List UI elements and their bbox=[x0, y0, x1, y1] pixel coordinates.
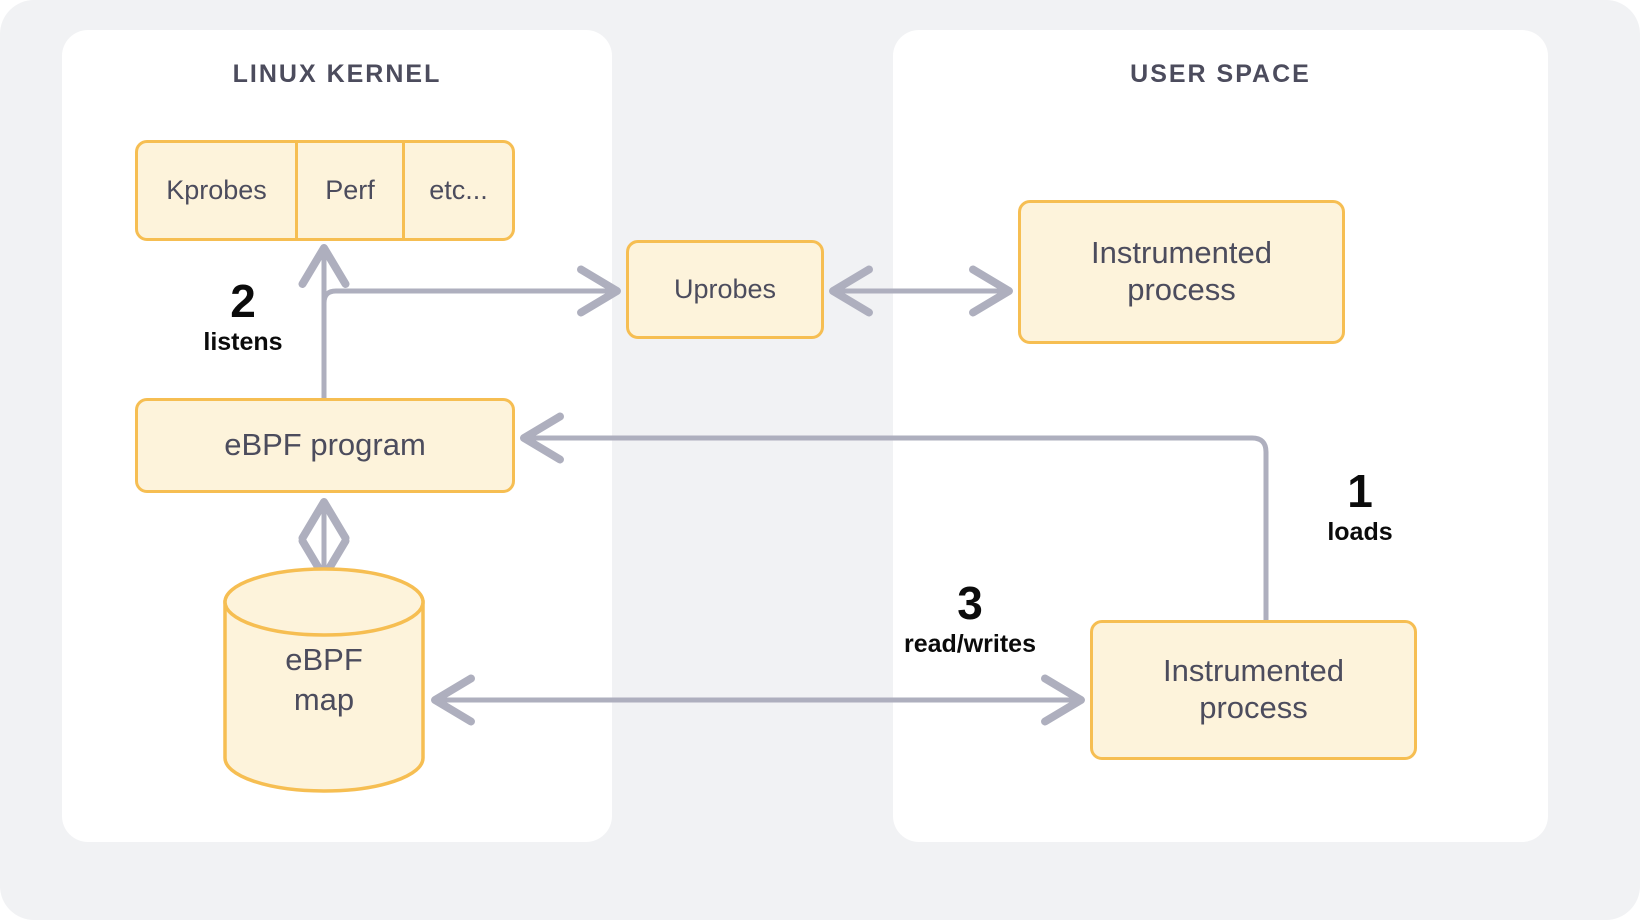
node-etc[interactable]: etc... bbox=[429, 174, 488, 205]
step-label-read-writes: read/writes bbox=[903, 630, 1036, 658]
node-ebpf-map[interactable]: eBPF map bbox=[222, 566, 426, 794]
node-instrumented-process-bottom-line1: Instrumented bbox=[1163, 653, 1344, 689]
step-label-loads: loads bbox=[1327, 518, 1393, 546]
node-ebpf-map-line2: map bbox=[293, 682, 355, 717]
node-perf[interactable]: Perf bbox=[298, 143, 405, 238]
cylinder-icon bbox=[223, 567, 425, 793]
step-annotation-listens: 2 listens bbox=[178, 278, 308, 355]
node-instrumented-process-top-line1: Instrumented bbox=[1091, 235, 1272, 271]
step-number-3: 3 bbox=[957, 577, 983, 629]
step-label-listens: listens bbox=[203, 328, 283, 356]
step-annotation-loads: 1 loads bbox=[1295, 468, 1425, 545]
node-uprobes[interactable]: Uprobes bbox=[626, 240, 824, 339]
step-number-1: 1 bbox=[1347, 465, 1373, 517]
node-kprobes[interactable]: Kprobes bbox=[138, 143, 298, 238]
panel-title-user-space: USER SPACE bbox=[1130, 60, 1311, 88]
panel-title-linux-kernel: LINUX KERNEL bbox=[232, 60, 442, 88]
node-ebpf-map-line1: eBPF bbox=[285, 641, 363, 677]
node-instrumented-process-bottom[interactable]: Instrumented process bbox=[1090, 620, 1417, 760]
node-ebpf-map-label: eBPF map bbox=[222, 566, 426, 794]
node-probe-row[interactable]: Kprobes Perf etc... bbox=[135, 140, 515, 241]
node-instrumented-process-bottom-line2: process bbox=[1199, 690, 1308, 725]
node-instrumented-process-top-line2: process bbox=[1127, 272, 1236, 307]
step-annotation-read-writes: 3 read/writes bbox=[880, 580, 1060, 657]
step-number-2: 2 bbox=[230, 275, 256, 327]
node-ebpf-program[interactable]: eBPF program bbox=[135, 398, 515, 493]
node-instrumented-process-top[interactable]: Instrumented process bbox=[1018, 200, 1345, 344]
